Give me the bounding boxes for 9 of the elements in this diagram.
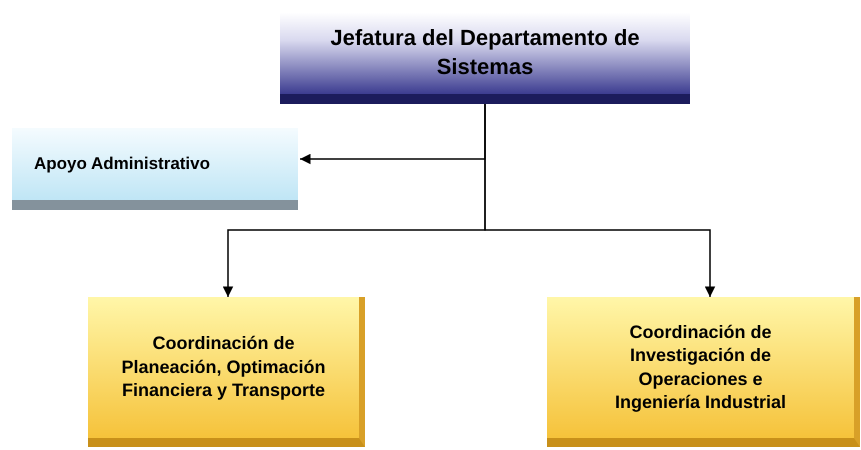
unit-box [88, 297, 365, 447]
box-label: Coordinación de Planeación, Optimación Financiera y Transporte [120, 332, 327, 402]
box-label: Jefatura del Departamento de Sistemas [329, 24, 641, 81]
connector-arrow [484, 104, 716, 297]
box-label: Apoyo Administrativo [34, 152, 210, 175]
box-label: Coordinación de Investigación de Operaciones e Ingeniería Industrial [614, 320, 788, 414]
unit-box [547, 297, 860, 447]
department-head-box [280, 12, 690, 104]
support-box [12, 128, 298, 210]
